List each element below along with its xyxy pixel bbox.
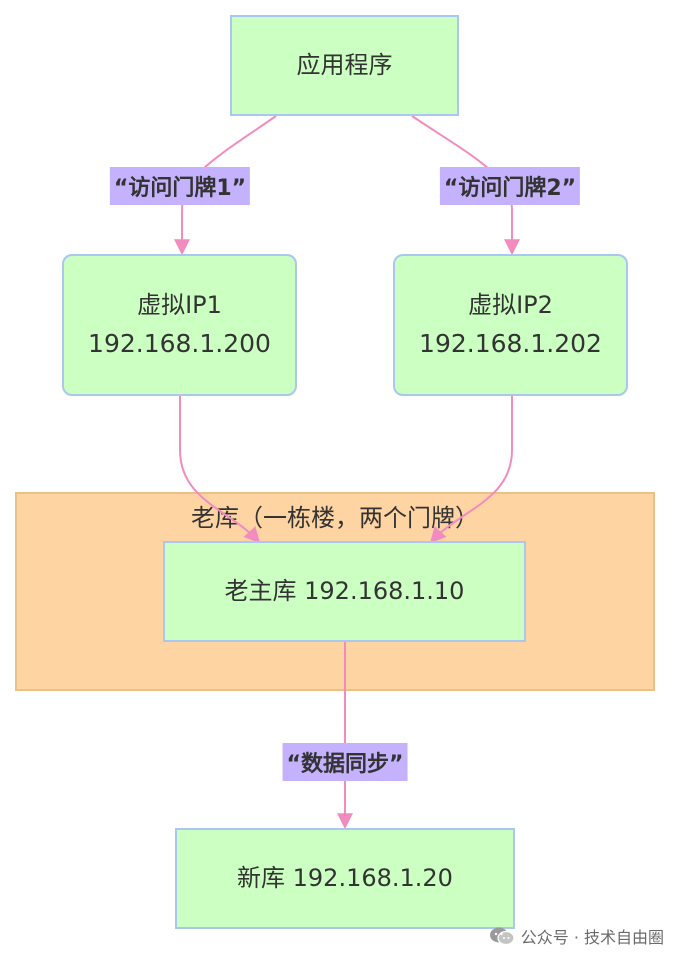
watermark-text: 公众号 · 技术自由圈 bbox=[520, 928, 664, 947]
vip2-node: 虚拟IP2 192.168.1.202 bbox=[393, 254, 628, 396]
edge-vip1-to-old-main bbox=[179, 396, 261, 544]
wechat-icon bbox=[489, 927, 515, 946]
old-main-label: 老主库 192.168.1.10 bbox=[224, 577, 465, 606]
edge-label-vip1: “访问门牌1” bbox=[109, 167, 251, 205]
edge-label-sync: “数据同步” bbox=[282, 743, 408, 781]
vip2-ip: 192.168.1.202 bbox=[419, 329, 602, 359]
edge-label-vip2: “访问门牌2” bbox=[439, 167, 581, 205]
vip1-title: 虚拟IP1 bbox=[137, 290, 222, 319]
app-node: 应用程序 bbox=[230, 15, 459, 116]
watermark: 公众号 · 技术自由圈 bbox=[489, 924, 664, 948]
edge-vip2-to-old-main bbox=[429, 396, 513, 544]
new-db-node: 新库 192.168.1.20 bbox=[175, 828, 515, 929]
old-db-cluster: 老库（一栋楼，两个门牌） bbox=[15, 492, 655, 691]
new-db-label: 新库 192.168.1.20 bbox=[237, 864, 453, 893]
app-label: 应用程序 bbox=[296, 51, 393, 80]
vip2-title: 虚拟IP2 bbox=[468, 290, 553, 319]
old-main-node: 老主库 192.168.1.10 bbox=[163, 541, 526, 642]
vip1-ip: 192.168.1.200 bbox=[88, 329, 271, 359]
vip1-node: 虚拟IP1 192.168.1.200 bbox=[62, 254, 297, 396]
